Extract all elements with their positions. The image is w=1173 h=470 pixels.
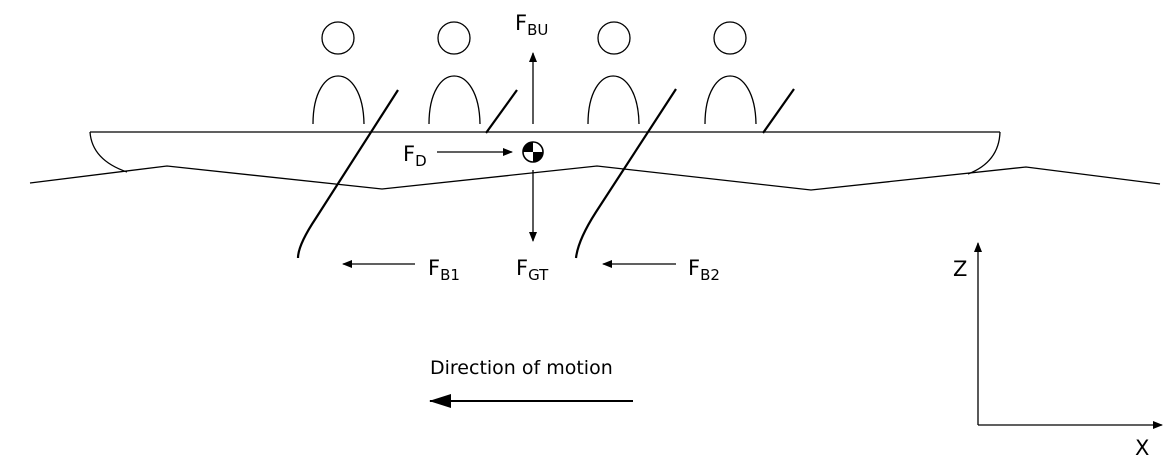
blade1-label: FB1 xyxy=(428,256,460,284)
rower-body xyxy=(312,75,365,125)
x-axis-label: X xyxy=(1135,436,1149,460)
rower-body xyxy=(587,75,640,125)
water-surface xyxy=(29,165,1161,191)
oar-1 xyxy=(296,89,399,259)
drag-label: FD xyxy=(403,142,427,170)
rower-head xyxy=(597,21,631,55)
boat-hull xyxy=(89,131,1001,175)
rower-head xyxy=(321,21,355,55)
rower-3 xyxy=(587,21,640,125)
rower-body xyxy=(704,75,757,125)
rower-4 xyxy=(704,21,757,125)
oar-handle-2 xyxy=(485,89,518,134)
gravity-label: FGT xyxy=(516,256,549,284)
oar-handle-4 xyxy=(762,88,795,134)
center-of-mass-icon xyxy=(522,141,544,163)
oar-2 xyxy=(574,88,677,259)
rower-head xyxy=(437,21,471,55)
rower-1 xyxy=(312,21,365,125)
rower-body xyxy=(428,75,481,125)
rower-2 xyxy=(428,21,481,125)
buoyancy-label: FBU xyxy=(515,11,548,39)
blade2-label: FB2 xyxy=(688,256,720,284)
rower-head xyxy=(713,21,747,55)
stern-curve xyxy=(89,131,128,173)
bow-curve xyxy=(967,131,1001,175)
motion-label: Direction of motion xyxy=(430,357,613,379)
z-axis-label: Z xyxy=(953,257,967,281)
